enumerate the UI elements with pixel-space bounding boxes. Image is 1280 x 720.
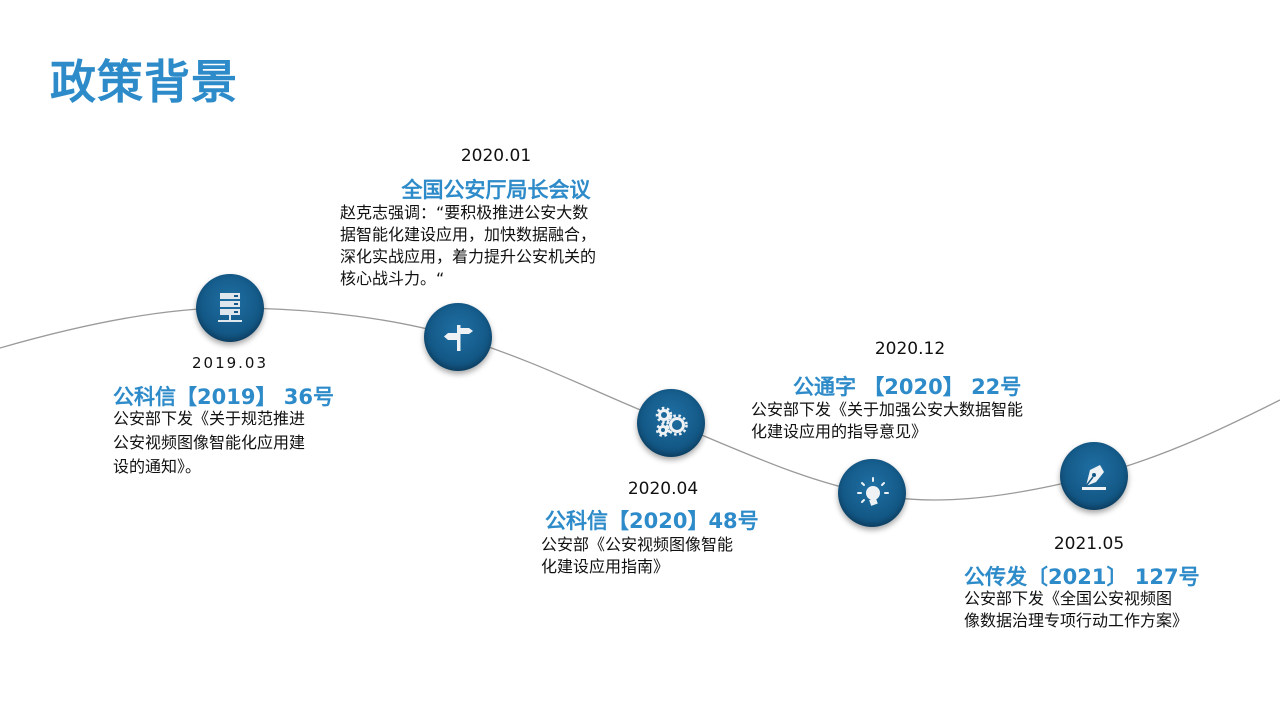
description-line: 化建设应用的指导意见》 [751,422,928,441]
description-line: 赵克志强调：“要积极推进公安大数 [340,203,589,222]
event-description: 公安部《公安视频图像智能 化建设应用指南》 [541,534,733,578]
event-date: 2021.05 [1053,534,1125,554]
event-date: 2019.03 [191,354,269,372]
lightbulb-icon [838,459,906,527]
description-line: 公安部下发《全国公安视频图 [964,589,1173,608]
event-description: 赵克志强调：“要积极推进公安大数 据智能化建设应用，加快数据融合， 深化实战应用… [340,202,596,290]
description-line: 核心战斗力。“ [340,269,445,288]
description-line: 公安部下发《关于加强公安大数据智能 [751,400,1024,419]
description-line: 化建设应用指南》 [541,557,670,576]
event-heading: 全国公安厅局长会议 [401,178,591,202]
page-title: 政策背景 [50,55,238,109]
description-line: 像数据治理专项行动工作方案》 [964,611,1189,630]
event-date: 2020.01 [460,146,532,166]
description-line: 公安部下发《关于规范推进 [113,409,306,428]
event-heading: 公传发〔2021〕 127号 [964,565,1200,589]
description-line: 公安部《公安视频图像智能 [541,535,734,554]
event-heading: 公科信【2019】 36号 [113,385,334,409]
signpost-icon [424,303,492,371]
event-description: 公安部下发《关于规范推进 公安视频图像智能化应用建 设的通知》。 [113,407,305,479]
pen-nib-icon [1060,442,1128,510]
event-date: 2020.12 [874,339,946,359]
event-date: 2020.04 [627,479,699,499]
event-heading: 公通字 【2020】 22号 [793,375,1022,399]
gears-icon [637,389,705,457]
description-line: 设的通知》。 [113,457,202,476]
server-icon [196,274,264,342]
description-line: 据智能化建设应用，加快数据融合， [340,225,597,244]
description-line: 深化实战应用，着力提升公安机关的 [340,247,597,266]
event-description: 公安部下发《全国公安视频图 像数据治理专项行动工作方案》 [964,588,1188,632]
event-description: 公安部下发《关于加强公安大数据智能 化建设应用的指导意见》 [751,399,1023,443]
description-line: 公安视频图像智能化应用建 [113,433,306,452]
event-heading: 公科信【2020】48号 [545,509,759,533]
